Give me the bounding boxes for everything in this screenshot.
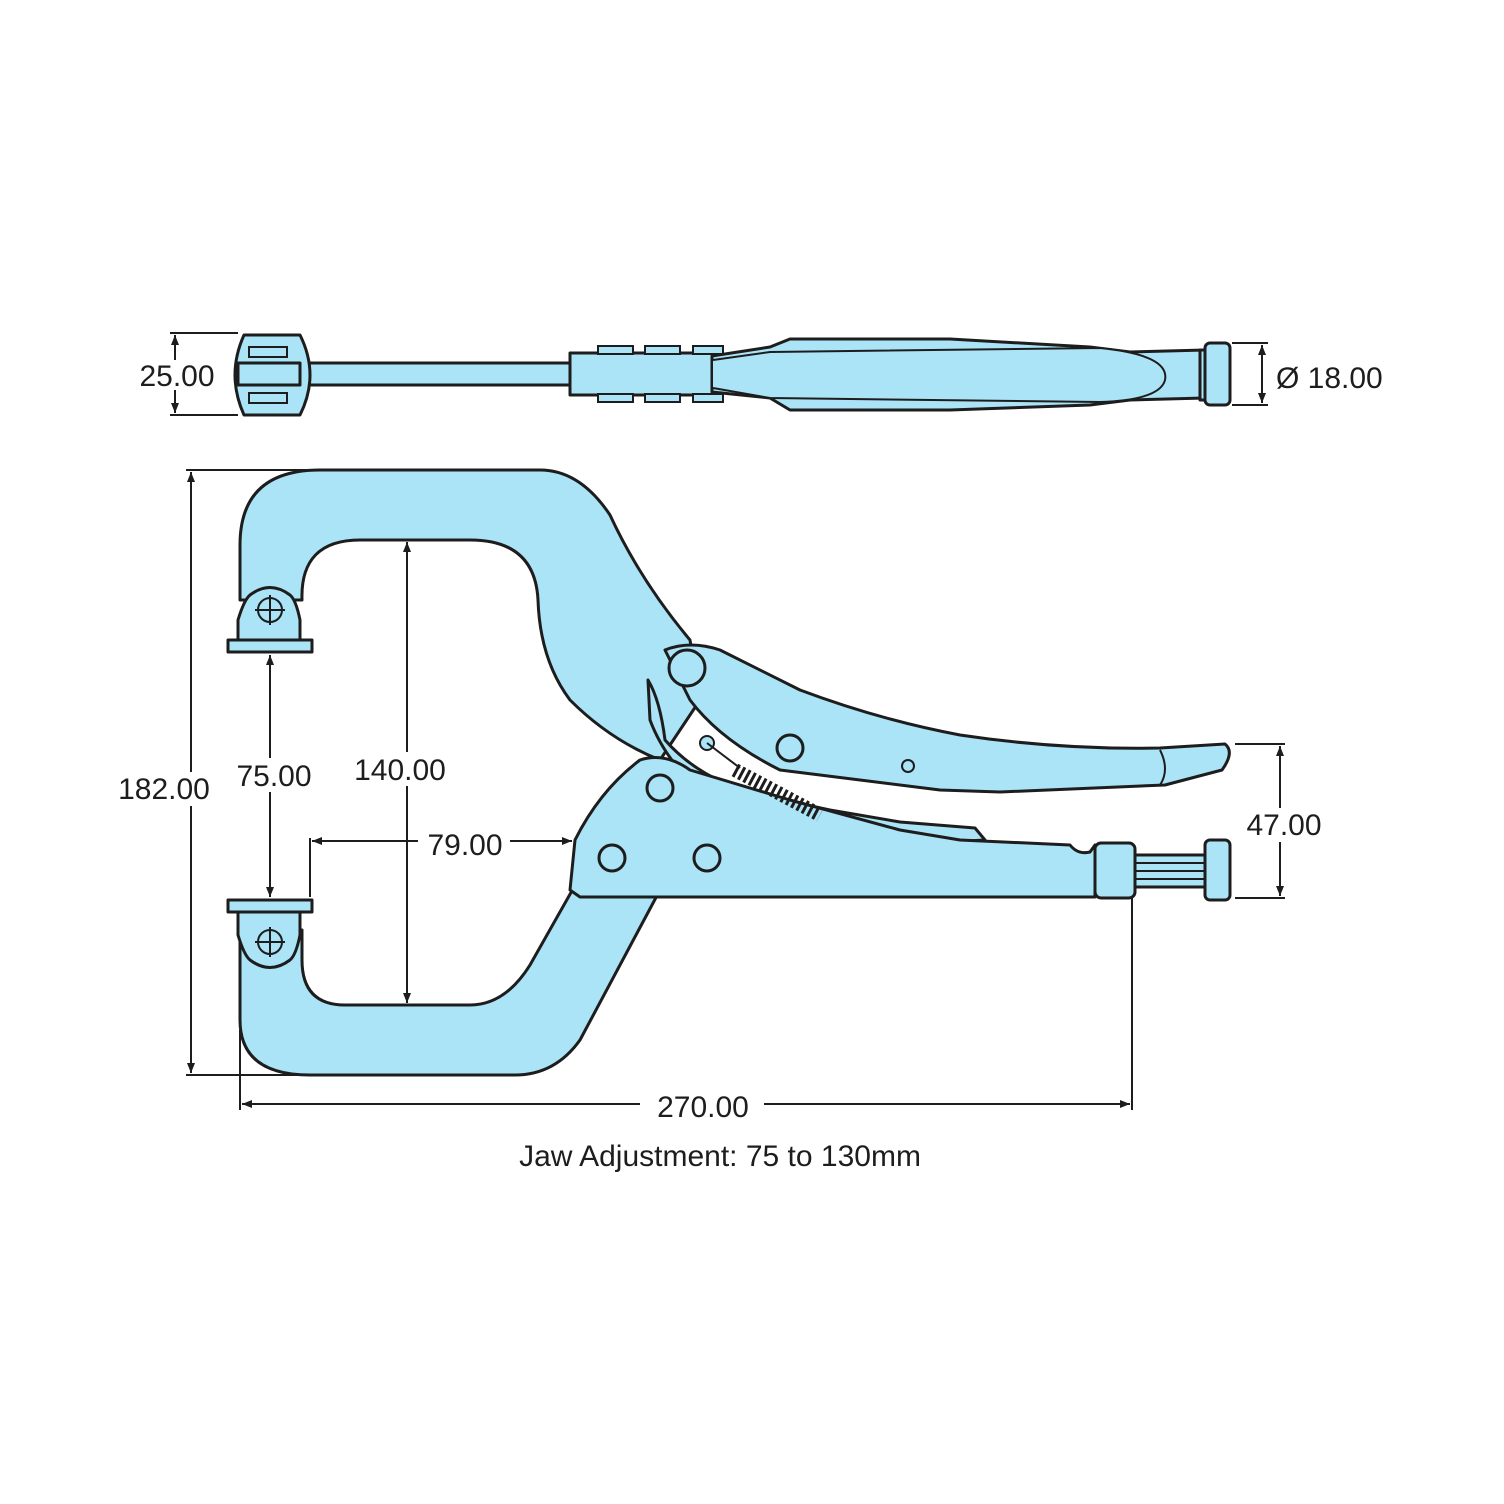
top-view-rivet-2 <box>644 345 681 355</box>
top-view-pad-disc <box>1203 341 1232 407</box>
upper-handle-grip-line <box>1159 749 1166 786</box>
side-view: 182.00 75.00 140.00 79.00 47.00 270.00 <box>112 468 1326 1124</box>
dim-height-label: 182.00 <box>118 773 210 806</box>
dim-height-label-bg <box>112 772 220 806</box>
adjusting-screw-cap <box>1203 838 1232 902</box>
dim-thickness-label-bg <box>138 360 218 390</box>
c-frame <box>238 468 702 762</box>
dim-length-label: 270.00 <box>657 1091 749 1124</box>
pivot-pin-4 <box>645 773 675 803</box>
dim-handle-label-bg <box>1242 808 1326 842</box>
spring <box>699 735 824 822</box>
top-view-link-block <box>568 351 717 397</box>
top-view-rivet-4 <box>597 393 634 403</box>
pivot-pin-1 <box>667 648 707 688</box>
pivot-pin-2 <box>775 733 805 763</box>
jaw-adjustment-caption: Jaw Adjustment: 75 to 130mm <box>519 1140 921 1173</box>
dim-throat-width-label: 79.00 <box>427 829 502 862</box>
pivot-pin-6 <box>692 843 722 873</box>
top-view-rivet-3 <box>692 345 724 355</box>
adjusting-screw-knob <box>1093 841 1137 900</box>
top-view-rod-end <box>236 361 302 387</box>
dim-throat-depth-label-bg <box>350 752 452 786</box>
upper-handle <box>663 643 1231 794</box>
pivot-pin-5 <box>597 843 627 873</box>
top-view-handle-inner <box>712 346 1167 404</box>
top-view-pad-slot-lower <box>248 392 288 404</box>
top-view-pad-slot-upper <box>248 346 288 358</box>
dim-length-label-bg <box>640 1088 764 1122</box>
dim-pad-label: Ø 18.00 <box>1276 362 1383 395</box>
dim-thickness-label: 25.00 <box>139 360 214 393</box>
top-view-rivet-1 <box>597 345 634 355</box>
dim-throat-depth-label: 140.00 <box>354 754 446 787</box>
dim-handle-label: 47.00 <box>1246 809 1321 842</box>
dim-jaw-label-bg <box>232 758 316 792</box>
top-view: 25.00 Ø 18.00 <box>138 332 1383 417</box>
top-view-rivet-6 <box>692 393 724 403</box>
upper-swivel-pad <box>226 586 314 654</box>
dim-throat-width-label-bg <box>418 827 510 861</box>
lower-swivel-pad <box>226 898 314 969</box>
top-view-rivet-5 <box>644 393 681 403</box>
dim-jaw-label: 75.00 <box>236 760 311 793</box>
pivot-pin-3 <box>901 759 915 773</box>
